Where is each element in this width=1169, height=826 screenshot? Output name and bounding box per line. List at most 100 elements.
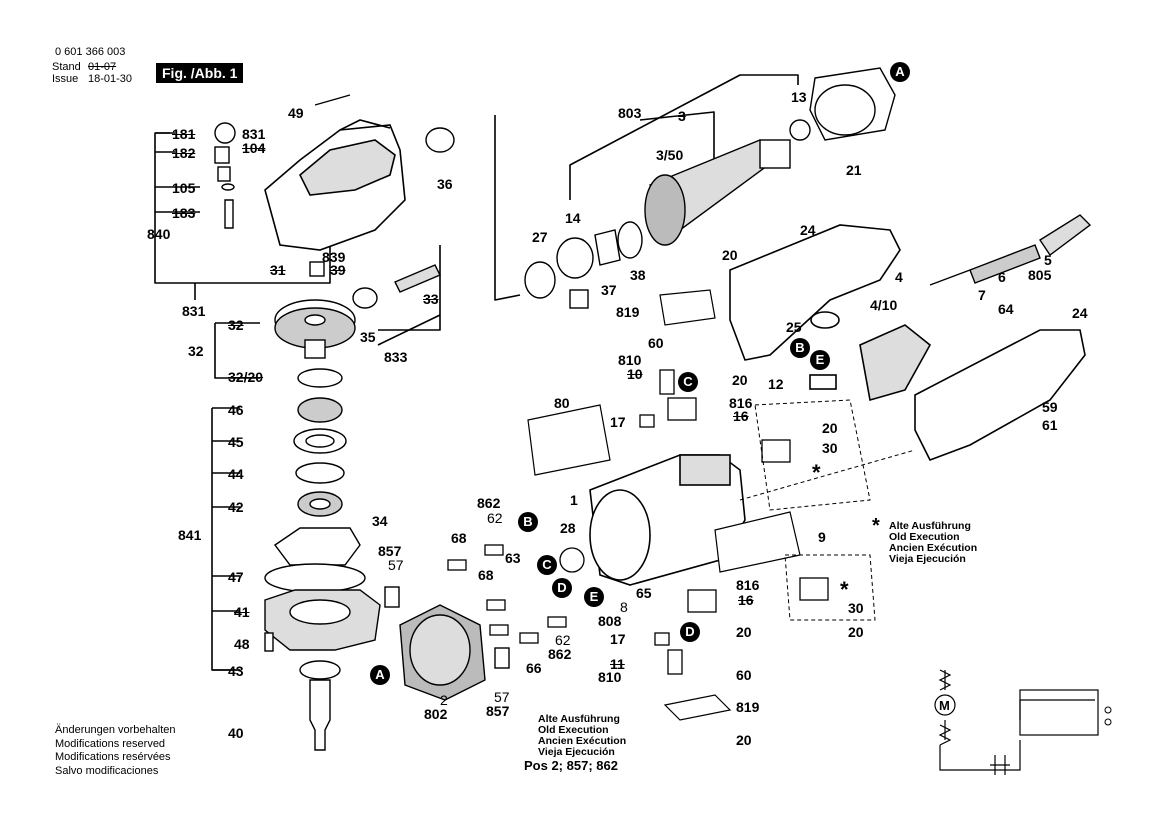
label-2: 2 <box>440 692 448 708</box>
label-43: 43 <box>228 663 244 679</box>
label-27: 27 <box>532 229 548 245</box>
label-803: 803 <box>618 105 642 121</box>
label-40: 40 <box>228 725 244 741</box>
label-49: 49 <box>288 105 304 121</box>
label-48: 48 <box>234 636 250 652</box>
label-42: 42 <box>228 499 244 515</box>
callout-a-left: A <box>370 665 390 685</box>
label-45: 45 <box>228 434 244 450</box>
label-36: 36 <box>437 176 453 192</box>
label-33: 33 <box>423 291 439 307</box>
label-810-b: 810 <box>598 669 622 685</box>
label-66: 66 <box>526 660 542 676</box>
label-14: 14 <box>565 210 581 226</box>
stator <box>384 586 510 701</box>
bevel-gear <box>274 299 356 388</box>
label-20-b: 20 <box>732 372 748 388</box>
label-62-a: 62 <box>487 510 503 526</box>
label-31: 31 <box>270 262 286 278</box>
label-68-a: 68 <box>451 530 467 546</box>
label-25: 25 <box>786 319 802 335</box>
label-20-c: 20 <box>822 420 838 436</box>
label-839: 839 <box>322 249 346 265</box>
figure-label: Fig. /Abb. 1 <box>156 63 244 83</box>
label-24-b: 24 <box>1072 305 1088 321</box>
stand-value: 01-07 <box>88 61 117 73</box>
label-47: 47 <box>228 569 244 585</box>
asterisk-mark-a: * <box>812 460 821 485</box>
callout-d-right: D <box>680 622 700 642</box>
label-35: 35 <box>360 329 376 345</box>
label-60-b: 60 <box>736 667 752 683</box>
label-1: 1 <box>570 492 578 508</box>
label-862-a: 862 <box>477 495 501 511</box>
label-857-b: 857 <box>486 703 510 719</box>
label-4-10: 4/10 <box>870 297 898 313</box>
part-number: 0 601 366 003 <box>55 46 126 58</box>
label-57-b: 57 <box>494 689 510 705</box>
stand-label: Stand <box>52 61 81 73</box>
label-64: 64 <box>998 301 1014 317</box>
label-62-b: 62 <box>555 632 571 648</box>
wiring-schematic <box>934 669 1099 775</box>
label-6: 6 <box>998 269 1006 285</box>
label-10-a: 10 <box>627 366 643 382</box>
callout-c-top: C <box>678 372 698 392</box>
label-831-bottom: 831 <box>182 303 206 319</box>
label-816-a: 816 <box>729 395 753 411</box>
label-59: 59 <box>1042 399 1058 415</box>
armature <box>524 67 896 309</box>
label-841: 841 <box>178 527 202 543</box>
label-819-b: 819 <box>736 699 760 715</box>
label-831-top: 831 <box>242 126 266 142</box>
label-30-b: 30 <box>848 600 864 616</box>
label-16-b: 16 <box>738 592 754 608</box>
label-57-a: 57 <box>388 557 404 573</box>
label-44: 44 <box>228 466 244 482</box>
callout-a-top: A <box>890 62 910 82</box>
label-9: 9 <box>818 529 826 545</box>
label-3-50: 3/50 <box>656 147 684 163</box>
pos-note: Pos 2; 857; 862 <box>524 758 618 773</box>
label-32-b: 32 <box>188 343 204 359</box>
asterisk-legend: * <box>872 515 880 537</box>
label-182: 182 <box>172 145 196 161</box>
label-8: 8 <box>620 599 628 615</box>
label-20-f: 20 <box>848 624 864 640</box>
label-7: 7 <box>978 287 986 303</box>
label-4: 4 <box>895 269 903 285</box>
label-37: 37 <box>601 282 617 298</box>
label-46: 46 <box>228 402 244 418</box>
label-38: 38 <box>630 267 646 283</box>
label-20-a: 20 <box>722 247 738 263</box>
label-17-a: 17 <box>610 414 626 430</box>
old-execution-note-right: Alte Ausführung Old Execution Ancien Exé… <box>889 520 978 565</box>
callout-d-left: D <box>552 578 572 598</box>
label-840: 840 <box>147 226 171 242</box>
callout-c-left: C <box>537 555 557 575</box>
label-39: 39 <box>330 262 346 278</box>
label-30-a: 30 <box>822 440 838 456</box>
issue-label: Issue <box>52 73 79 85</box>
label-80: 80 <box>554 395 570 411</box>
label-833: 833 <box>384 349 408 365</box>
label-61: 61 <box>1042 417 1058 433</box>
motor-symbol: M <box>939 698 950 713</box>
callout-e-right: E <box>810 350 830 370</box>
callout-b-left: B <box>518 512 538 532</box>
label-32-20: 32/20 <box>228 369 264 385</box>
label-810-a: 810 <box>618 352 642 368</box>
motor-housing <box>589 454 746 586</box>
label-68-b: 68 <box>478 567 494 583</box>
label-5: 5 <box>1044 252 1052 268</box>
label-21: 21 <box>846 162 862 178</box>
label-857-a: 857 <box>378 543 402 559</box>
label-16-a: 16 <box>733 408 749 424</box>
label-819-a: 819 <box>616 304 640 320</box>
label-32-a: 32 <box>228 317 244 333</box>
label-105: 105 <box>172 180 196 196</box>
label-11: 11 <box>610 656 625 672</box>
label-65: 65 <box>636 585 652 601</box>
label-862-b: 862 <box>548 646 572 662</box>
